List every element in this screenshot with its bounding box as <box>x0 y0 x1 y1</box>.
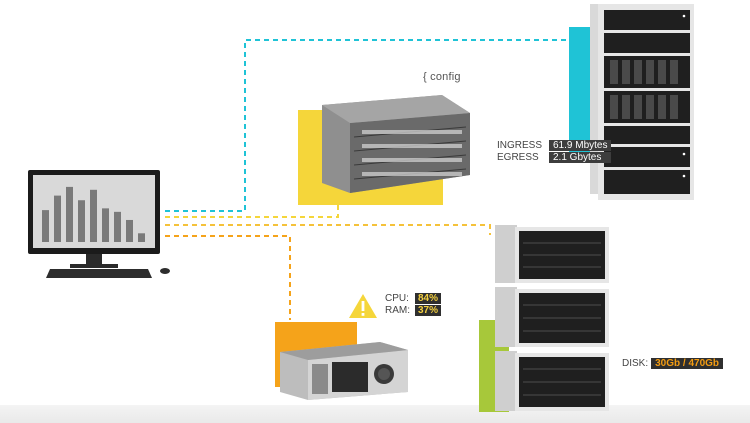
switch-config-label: { config <box>423 71 461 83</box>
ram-value: 37% <box>415 305 442 316</box>
cpu-value: 84% <box>415 293 442 304</box>
workstation <box>280 342 408 400</box>
monitor-bar <box>78 200 85 242</box>
traffic-stats: INGRESS 61.9 Mbytes EGRESS 2.1 Gbytes <box>497 140 612 163</box>
disk-value: 30Gb / 470Gb <box>651 358 724 369</box>
monitor <box>28 170 170 278</box>
link-monitor-to-switch <box>165 205 339 218</box>
link-monitor-to-server <box>165 39 575 212</box>
server-rack <box>590 4 694 200</box>
monitor-bar <box>90 189 97 242</box>
monitor-bar <box>102 208 109 242</box>
storage-array <box>495 225 609 411</box>
monitor-bar <box>66 186 73 242</box>
workstation-metrics: CPU: 84% RAM: 37% <box>385 293 442 316</box>
cpu-label: CPU: <box>385 293 409 304</box>
monitor-bar <box>114 211 121 242</box>
ingress-value: 61.9 Mbytes <box>549 140 612 151</box>
link-monitor-to-workstation <box>165 235 291 320</box>
monitor-chart <box>42 186 145 242</box>
egress-label: EGRESS <box>497 152 539 163</box>
ram-label: RAM: <box>385 305 410 316</box>
monitor-bar <box>54 195 61 242</box>
disk-label: DISK: <box>622 358 649 369</box>
disk-usage: DISK: 30Gb / 470Gb <box>622 358 724 369</box>
link-monitor-to-storage <box>165 224 491 235</box>
ingress-label: INGRESS <box>497 140 543 151</box>
network-switch <box>322 95 470 193</box>
monitor-bar <box>42 210 49 242</box>
egress-value: 2.1 Gbytes <box>549 152 612 163</box>
monitor-bar <box>138 233 145 242</box>
monitor-bar <box>126 219 133 242</box>
warning-icon <box>349 294 377 318</box>
